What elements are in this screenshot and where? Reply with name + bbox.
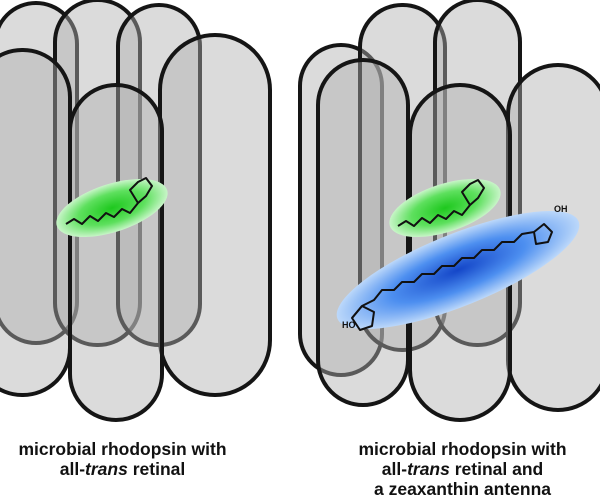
right-rhodopsin: HO OH — [298, 0, 600, 422]
helix-front — [68, 83, 164, 422]
caption-text: all- — [59, 459, 86, 479]
caption-line: a zeaxanthin antenna — [374, 479, 551, 499]
zeaxanthin-ring — [351, 305, 375, 331]
caption-italic: trans — [407, 459, 450, 479]
helix-back — [0, 1, 79, 345]
caption-text: all- — [381, 459, 408, 479]
left-rhodopsin — [0, 0, 272, 422]
caption-text: retinal and — [449, 459, 544, 479]
helix-front — [316, 58, 410, 407]
hydroxyl-label-left: HO — [342, 320, 356, 330]
retinal-molecule — [397, 179, 485, 227]
helix-front — [158, 33, 272, 397]
zeaxanthin-molecule — [351, 223, 553, 319]
caption-line: microbial rhodopsin with — [18, 439, 227, 459]
retinal-molecule — [65, 177, 153, 225]
left-caption: microbial rhodopsin with all-trans retin… — [0, 439, 245, 479]
zeaxanthin-glow — [336, 210, 580, 330]
caption-text: retinal — [127, 459, 186, 479]
hydroxyl-label-right: OH — [554, 204, 568, 214]
caption-italic: trans — [85, 459, 128, 479]
caption-line: all-trans retinal and — [325, 459, 600, 479]
caption-line: microbial rhodopsin with — [358, 439, 567, 459]
caption-line: all-trans retinal — [0, 459, 245, 479]
right-caption: microbial rhodopsin with all-trans retin… — [325, 439, 600, 499]
